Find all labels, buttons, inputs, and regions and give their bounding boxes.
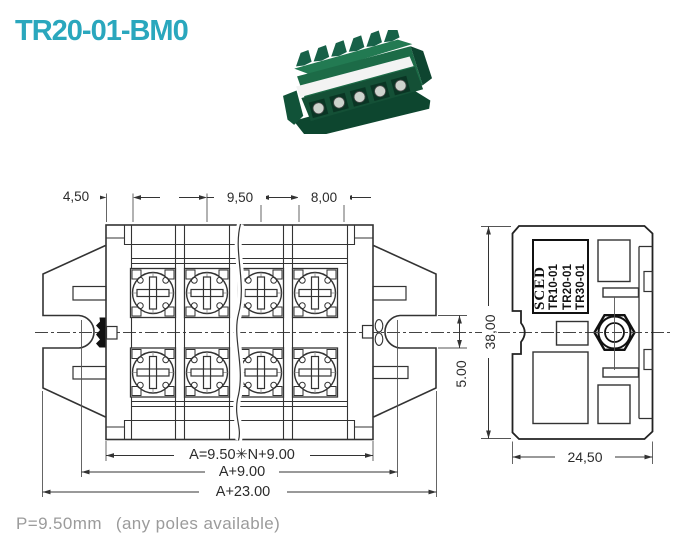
dimension-arrows (42, 195, 653, 495)
model-tr10: TR10-01 (548, 263, 561, 310)
side-label-block: SCED TR10-01 TR20-01 TR30-01 (533, 240, 588, 313)
dim-top-left: 4,50 (52, 189, 100, 204)
left-bracket (42, 244, 106, 418)
pole-dividers (174, 225, 294, 440)
dim-pitch: 9,50 (214, 190, 266, 205)
extension-lines (42, 193, 653, 497)
hex-nut (593, 297, 637, 370)
side-view (511, 225, 654, 440)
dim-width-formula: A=9.50✳N+9.00 (174, 447, 310, 463)
pitch-note: P=9.50mm (any poles available) (16, 514, 280, 534)
photo-left-flange (283, 90, 304, 125)
dim-depth-2450: 24,50 (555, 449, 615, 465)
model-tr30: TR30-01 (575, 263, 588, 310)
photo-top-face (294, 39, 413, 75)
label-plate (532, 239, 589, 314)
model-tr20: TR20-01 (561, 263, 574, 310)
part-number-title: TR20-01-BM0 (15, 15, 189, 47)
break-line (233, 223, 245, 442)
dim-height-38: 38,00 (482, 306, 498, 358)
clamp-screw-section (96, 317, 107, 348)
right-bracket (373, 244, 437, 418)
dim-top-right: 8,00 (298, 190, 350, 205)
dim-width-a9: A+9.00 (205, 464, 279, 480)
side-outline (511, 225, 654, 440)
photo-marking-stripe (296, 56, 414, 98)
dim-width-a23: A+23.00 (199, 484, 287, 500)
photo-screws (308, 75, 411, 119)
photo-right-face (410, 46, 433, 86)
product-photo (283, 30, 433, 134)
pitch-note-paren: (any poles available) (115, 514, 281, 533)
dim-gap-5: 5.00 (453, 352, 469, 396)
brand-logo: SCED (533, 265, 548, 310)
pitch-note-value: P=9.50mm (16, 514, 102, 533)
photo-base (293, 88, 431, 134)
